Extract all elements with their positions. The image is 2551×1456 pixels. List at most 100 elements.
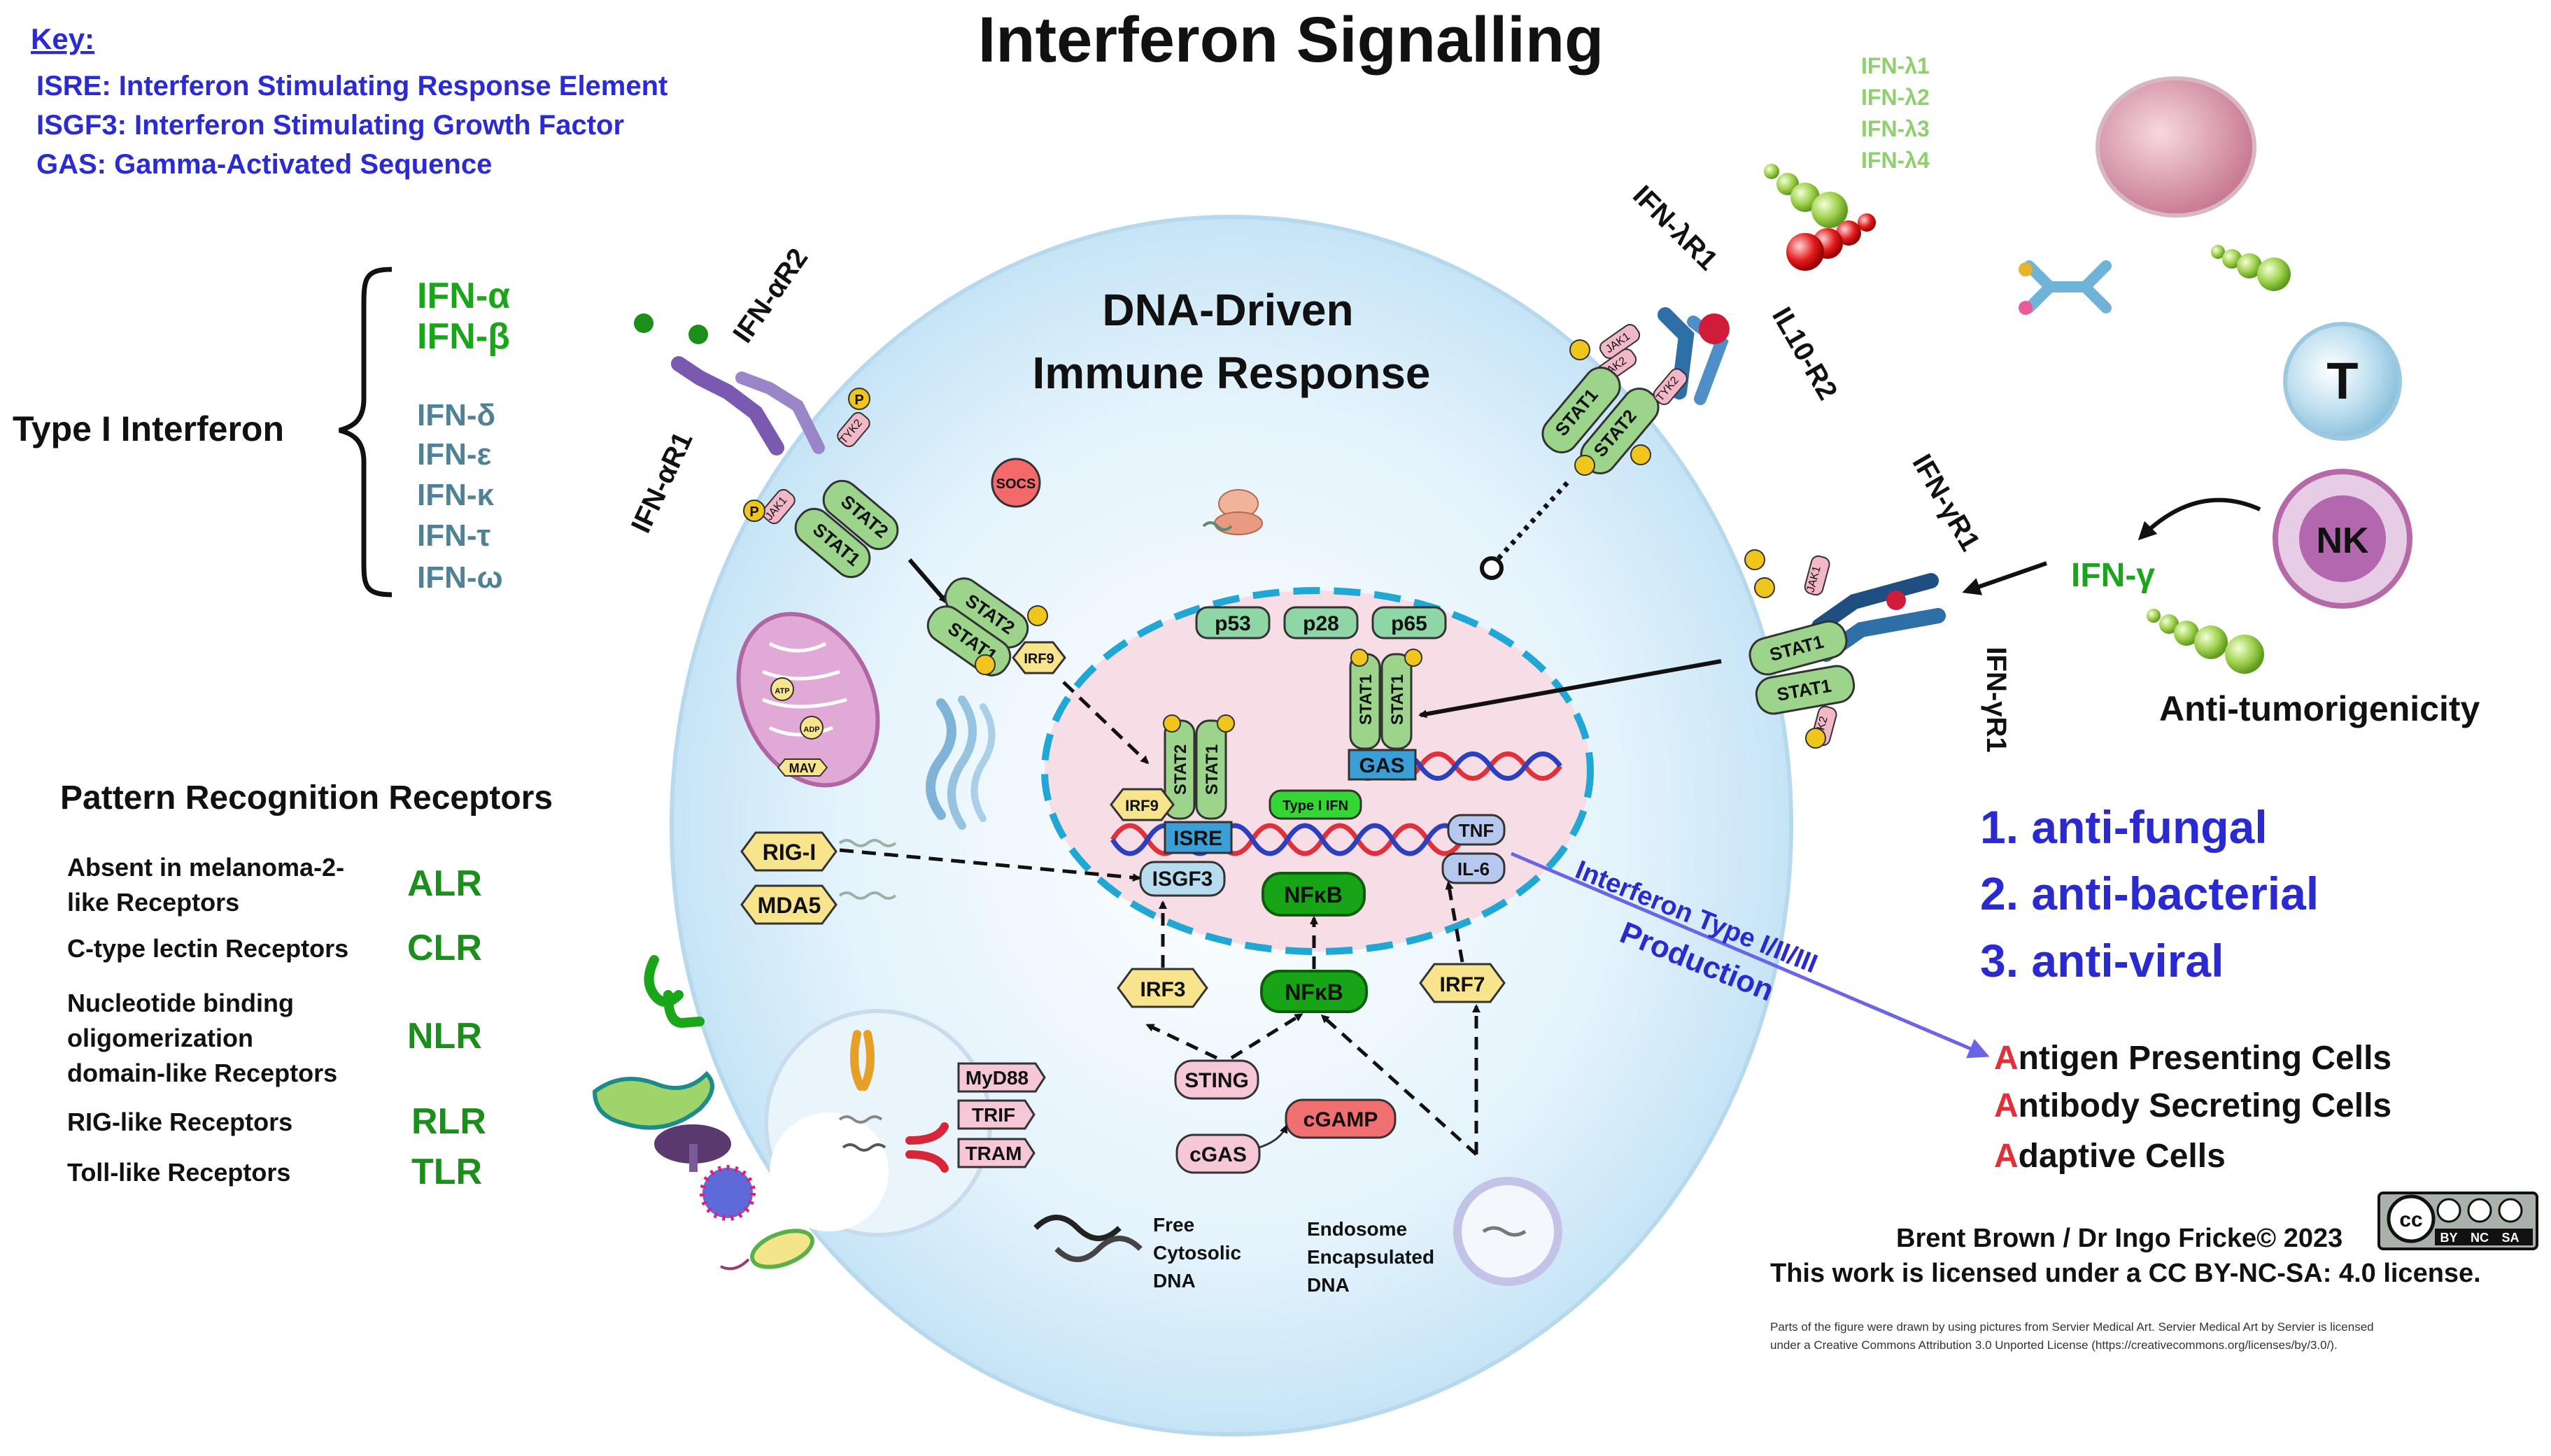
trif-box (957, 1099, 1036, 1130)
tram-label: TRAM (966, 1143, 1022, 1164)
prr-tlr-abbr: TLR (411, 1152, 482, 1192)
output-apc-rest: ntigen Presenting Cells (2019, 1040, 2391, 1077)
p65-box (1371, 606, 1447, 639)
mda5-box (740, 884, 838, 925)
anti-tumorigenicity: Anti-tumorigenicity (2159, 689, 2480, 728)
endosome-dna-line2: Encapsulated (1307, 1246, 1434, 1268)
ifn-omega: IFN-ω (417, 560, 503, 595)
immune-cells: T NK IFN-γ Anti-tumorigenicity (1962, 76, 2480, 728)
type1-ifn-gene (1269, 789, 1362, 820)
jak1-receptor (762, 488, 796, 525)
page-title: Interferon Signalling (978, 4, 1604, 76)
irf3-box (1117, 968, 1208, 1008)
il6-box (1441, 852, 1506, 884)
il10-r2-label: IL10-R2 (1766, 302, 1843, 405)
type1-label: Type I Interferon (13, 409, 284, 448)
prr-nlr-name-3: domain-like Receptors (67, 1059, 337, 1087)
key-item-isgf3: ISGF3: Interferon Stimulating Growth Fac… (36, 110, 624, 141)
ifna-r2-label: IFN-αR2 (727, 243, 814, 348)
p65-label: p65 (1391, 612, 1427, 635)
nfkb-cyto (1260, 970, 1368, 1013)
output-apc-initial: A (1994, 1040, 2019, 1077)
output-cells-list: Antigen Presenting Cells Antibody Secret… (1994, 1040, 2391, 1175)
cc-badge-nc: NC (2471, 1231, 2489, 1245)
ifn-kappa: IFN-κ (417, 478, 495, 512)
prr-table: Pattern Recognition Receptors Absent in … (60, 779, 553, 1192)
cgas-box (1175, 1133, 1261, 1174)
p-badge: P (749, 504, 758, 520)
output-asc-initial: A (1994, 1087, 2019, 1124)
cgamp-box (1285, 1098, 1397, 1139)
nfkb-cyto-label: NFκB (1285, 980, 1343, 1005)
anti-fungal: 1. anti-fungal (1980, 801, 2268, 853)
socs-protein (991, 458, 1041, 508)
golgi-icon (926, 695, 996, 830)
gas-complex: STAT1 STAT1 GAS (1348, 649, 1422, 781)
isre-complex: STAT2 STAT1 IRF9 ISRE Type I IFN (1110, 714, 1362, 854)
free-dna-line1: Free (1153, 1214, 1194, 1236)
ligand-dot-2 (688, 325, 708, 344)
output-asc: Antibody Secreting Cells (1994, 1087, 2391, 1124)
ifn-lambda2: IFN-λ2 (1861, 85, 1930, 110)
il6-label: IL-6 (1457, 858, 1490, 879)
prr-alr-abbr: ALR (407, 863, 482, 904)
prr-clr-abbr: CLR (407, 928, 482, 968)
ifn-lambda4: IFN-λ4 (1861, 148, 1930, 173)
myd88-box (957, 1062, 1046, 1093)
ifn-gamma-label: IFN-γ (2071, 557, 2155, 594)
p-badge: P (854, 393, 863, 408)
key-item-isre: ISRE: Interferon Stimulating Response El… (36, 71, 667, 101)
ifna-r2-chain (735, 372, 825, 454)
irf9-cyto (1012, 641, 1066, 674)
nfkb-nuclear-label: NFκB (1284, 882, 1343, 907)
key-item-gas: GAS: Gamma-Activated Sequence (36, 149, 492, 180)
output-adaptive: Adaptive Cells (1994, 1138, 2226, 1175)
mda5-label: MDA5 (758, 893, 821, 918)
p53-box (1195, 606, 1271, 639)
socs-label: SOCS (996, 476, 1036, 492)
ifng-r1-top-label: IFN-γR1 (1906, 449, 1986, 556)
p53-label: p53 (1215, 612, 1251, 635)
cc-badge-sa: SA (2501, 1231, 2519, 1245)
ifnl-r1-label: IFN-λR1 (1627, 180, 1723, 276)
arrow-gamma-to-gas (1418, 659, 1722, 719)
ifng-receptor: STAT1 STAT1 JAK1 JAK2 (1418, 549, 1946, 749)
isre-box (1164, 821, 1233, 854)
prr-nlr-name-1: Nucleotide binding (67, 989, 294, 1017)
prr-tlr-name: Toll-like Receptors (67, 1158, 290, 1187)
anti-viral: 3. anti-viral (1980, 935, 2224, 987)
mitochondrion-icon: ATP ADP MAV (736, 612, 880, 788)
credit-authors: Brent Brown / Dr Ingo Fricke© 2023 (1896, 1224, 2342, 1253)
irf7-label: IRF7 (1439, 973, 1485, 996)
free-dna-line3: DNA (1153, 1270, 1196, 1292)
ifn-beta: IFN-β (417, 316, 510, 357)
nk-cell-label: NK (2316, 521, 2369, 561)
rlr-receptors: RIG-I MDA5 (740, 831, 1141, 925)
endosome-dna-line3: DNA (1307, 1274, 1350, 1296)
gas-label: GAS (1359, 754, 1404, 777)
key-heading: Key: (31, 22, 94, 55)
type1-interferon-group: Type I Interferon IFN-α IFN-β IFN-δ IFN-… (13, 267, 510, 598)
stat1-nuc-c (1195, 719, 1227, 820)
clr-receptor-icon (644, 955, 705, 1029)
isgf3-cytosolic: STAT2 STAT1 IRF9 (926, 577, 1150, 765)
type1-brace (339, 267, 393, 598)
irf9-cyto-label: IRF9 (1024, 651, 1054, 667)
prr-rlr-name: RIG-like Receptors (67, 1108, 292, 1136)
ribosome-icon (1202, 489, 1263, 535)
cell-title-line2: Immune Response (1032, 348, 1430, 398)
mav-label: MAV (789, 761, 817, 775)
ifn-tau: IFN-τ (417, 518, 490, 553)
isre-label: ISRE (1173, 827, 1222, 850)
ifng-r1-bottom-label: IFN-γR1 (1981, 646, 2012, 752)
output-apc: Antigen Presenting Cells (1994, 1040, 2391, 1077)
irf9-nuc (1110, 788, 1175, 821)
stat1-nuc-c-label: STAT1 (1203, 744, 1222, 795)
stat1-receptor (794, 507, 871, 579)
free-dna-icon (1033, 1215, 1143, 1262)
output-asc-rest: ntibody Secreting Cells (2019, 1087, 2391, 1124)
ifn-epsilon: IFN-ε (417, 437, 492, 472)
endosome-dna-icon (1453, 1177, 1562, 1286)
lambda-ligands: IFN-λ1 IFN-λ2 IFN-λ3 IFN-λ4 (1764, 53, 1930, 271)
cgas-label: cGAS (1189, 1143, 1247, 1166)
